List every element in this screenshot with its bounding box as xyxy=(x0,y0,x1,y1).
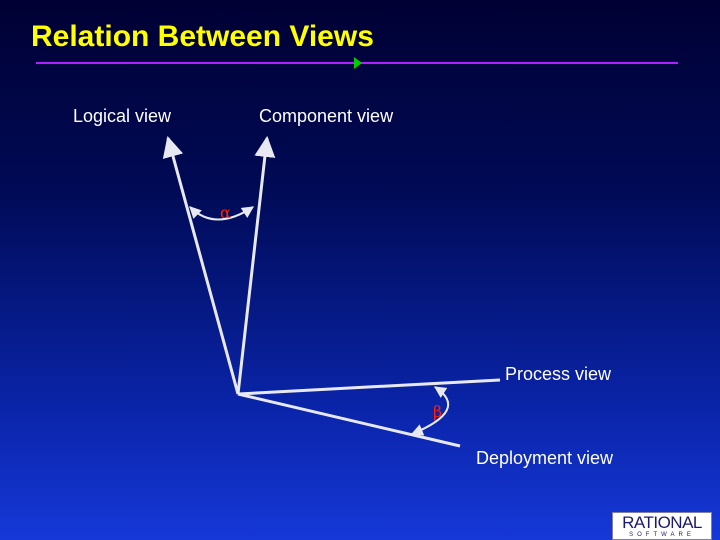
alpha-symbol: α xyxy=(220,203,231,222)
beta-arc xyxy=(410,386,450,436)
logo-subline: SOFTWARE xyxy=(629,532,695,538)
logo-wordmark: RATIONAL xyxy=(622,513,702,532)
component-view-label: Component view xyxy=(259,106,394,126)
logical-view-label: Logical view xyxy=(73,106,172,126)
process-axis xyxy=(237,378,501,396)
deployment-view-label: Deployment view xyxy=(476,448,614,468)
beta-symbol: β xyxy=(433,402,443,421)
divider-arrow-icon xyxy=(354,57,362,69)
component-axis xyxy=(236,135,276,395)
logical-axis xyxy=(162,135,240,395)
slide-title: Relation Between Views xyxy=(31,20,374,53)
process-view-label: Process view xyxy=(505,364,612,384)
alpha-arc xyxy=(189,206,255,221)
rational-logo: RATIONAL SOFTWARE xyxy=(612,512,712,540)
deployment-axis xyxy=(237,392,461,448)
